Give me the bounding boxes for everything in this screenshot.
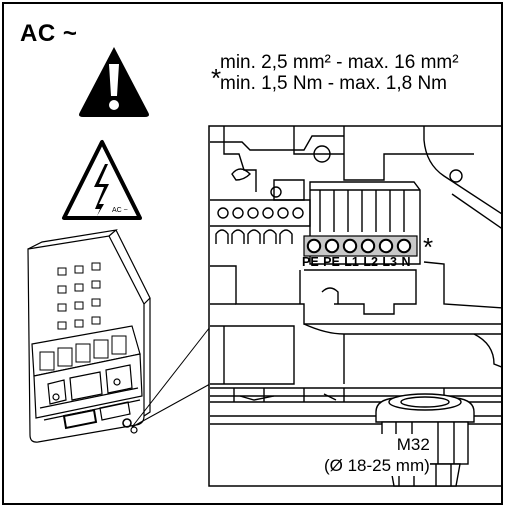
- terminal-asterisk: *: [423, 232, 434, 262]
- general-warning-icon: [79, 47, 149, 117]
- cross-section-spec: min. 2,5 mm² - max. 16 mm²: [220, 52, 459, 73]
- cable-gland-label: M32 (Ø 18-25 mm): [324, 434, 430, 476]
- high-voltage-warning-icon: AC ~: [62, 140, 142, 220]
- cable-spec: min. 2,5 mm² - max. 16 mm² min. 1,5 Nm -…: [220, 52, 459, 94]
- leader-line-lower: [131, 383, 211, 428]
- page-title: AC ~: [20, 20, 78, 47]
- torque-spec: min. 1,5 Nm - max. 1,8 Nm: [220, 73, 447, 94]
- leader-line-upper: [131, 326, 211, 428]
- gland-size: M32: [396, 435, 430, 454]
- gland-range: (Ø 18-25 mm): [324, 456, 430, 475]
- inverter-overview: [27, 229, 151, 443]
- spec-asterisk: *: [211, 63, 222, 93]
- voltage-label: AC ~: [112, 207, 128, 214]
- terminal-labels: PE PE L1 L2 L3 N: [302, 255, 411, 269]
- diagram-frame: AC ~ * min. 2,5 mm² - max. 16 mm² min. 1…: [2, 2, 503, 505]
- terminal-detail-view: [208, 125, 501, 487]
